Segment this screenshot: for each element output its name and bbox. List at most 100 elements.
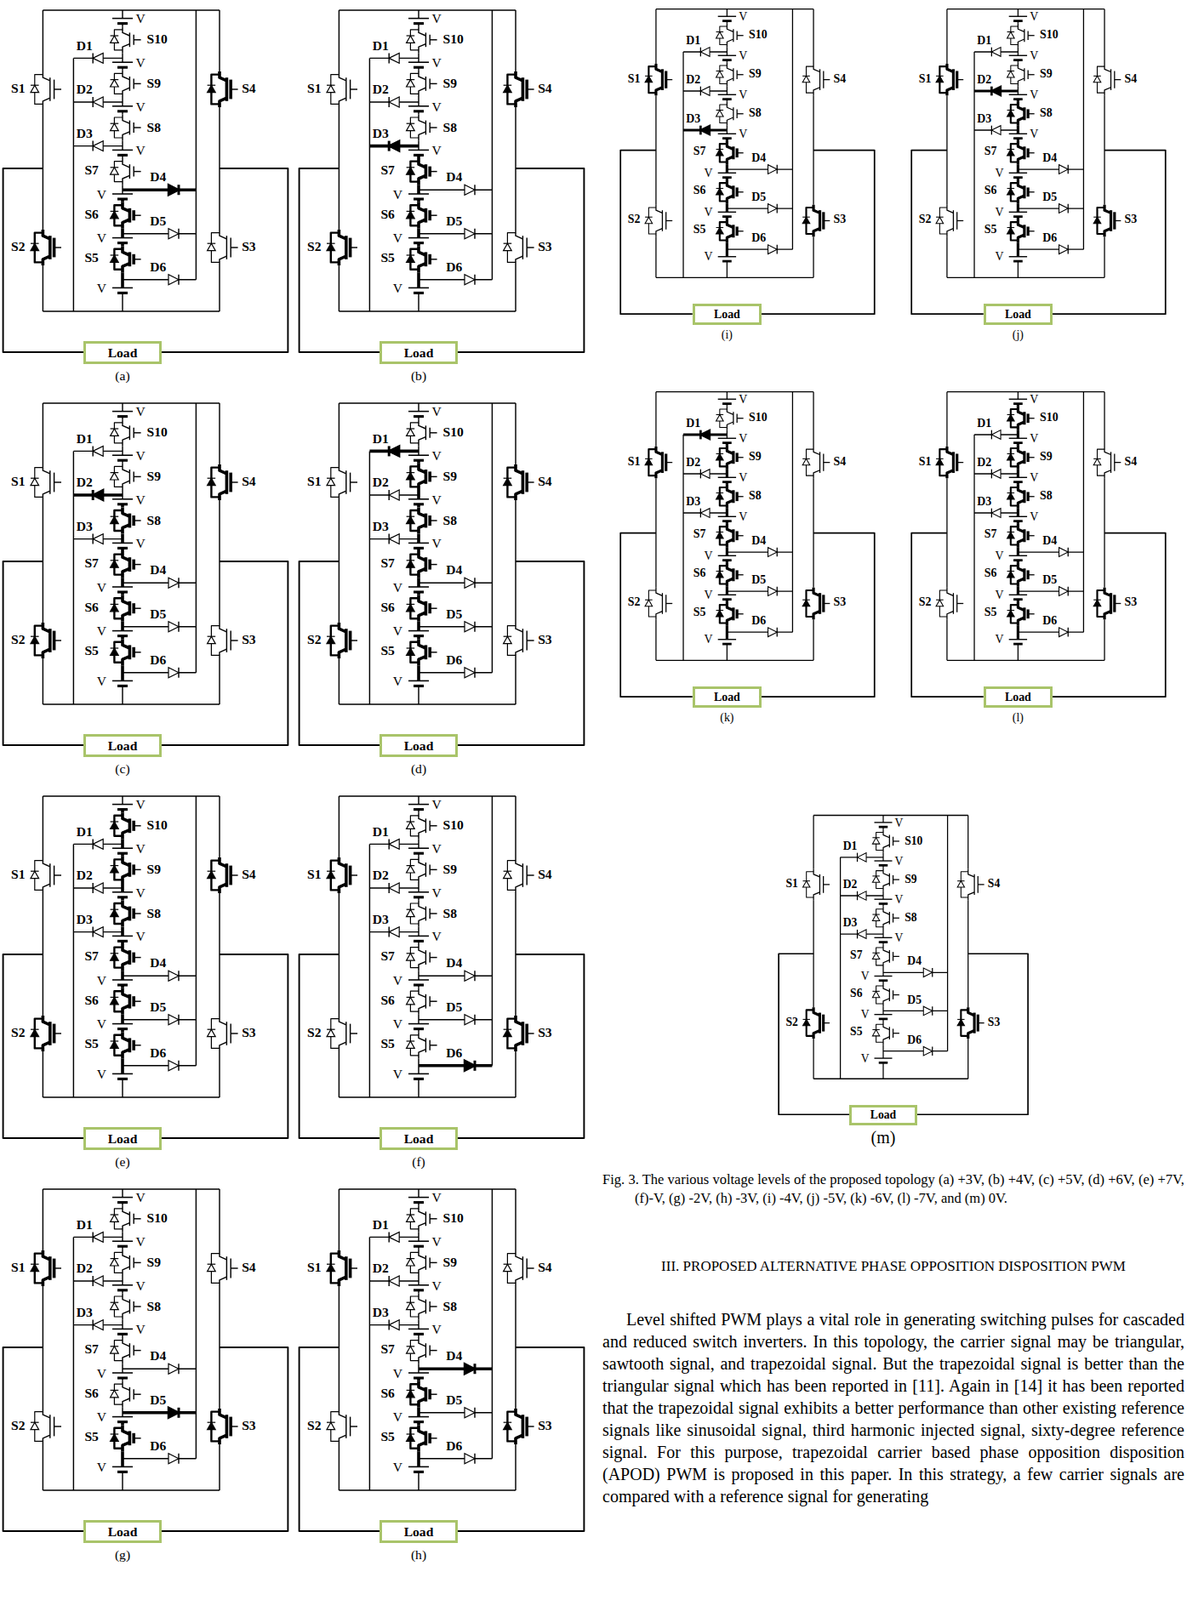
- diode-symbol: [464, 228, 475, 240]
- diode-symbol: [168, 1454, 179, 1465]
- wire: [161, 561, 289, 746]
- wire: [813, 1078, 969, 1080]
- diode-symbol: [388, 534, 400, 545]
- wire: [91, 838, 93, 850]
- wire: [1027, 456, 1034, 458]
- inverter-circuit: [299, 403, 585, 746]
- switch-symbol: [406, 114, 438, 141]
- wire: [344, 235, 349, 260]
- switch-symbol: [1007, 563, 1035, 588]
- wire: [514, 658, 516, 705]
- diode-symbol: [92, 927, 103, 938]
- wire: [1017, 644, 1019, 661]
- wire: [219, 1250, 227, 1261]
- wire: [726, 261, 728, 278]
- wire: [406, 1040, 416, 1042]
- wire: [112, 935, 133, 938]
- wire: [522, 235, 524, 260]
- diode-symbol: [716, 531, 725, 538]
- wire: [230, 246, 238, 248]
- wire: [408, 979, 429, 982]
- wire: [946, 9, 948, 64]
- wire: [128, 513, 132, 529]
- wire: [417, 1246, 419, 1250]
- wire: [802, 216, 811, 218]
- wire: [388, 838, 389, 850]
- wire: [1007, 414, 1016, 416]
- wire: [1114, 603, 1121, 605]
- wire: [338, 310, 516, 312]
- wire: [230, 1267, 238, 1269]
- wire: [1022, 107, 1026, 120]
- wire: [1027, 613, 1034, 615]
- wire: [1114, 462, 1121, 463]
- diode-symbol: [326, 636, 336, 644]
- wire: [110, 1390, 120, 1392]
- wire: [1017, 207, 1084, 209]
- diode-symbol: [1007, 228, 1016, 234]
- wire: [177, 1061, 179, 1072]
- wire: [417, 941, 419, 945]
- battery-symbol: [874, 822, 893, 828]
- wire: [110, 472, 120, 474]
- diode-symbol: [388, 141, 400, 152]
- wire: [133, 564, 141, 565]
- wire: [882, 827, 884, 830]
- wire: [700, 469, 702, 480]
- diode-symbol: [388, 1276, 400, 1287]
- switch-symbol: [802, 587, 830, 620]
- wire: [457, 954, 585, 1139]
- diode-symbol: [464, 1363, 475, 1375]
- diode-symbol: [1007, 492, 1016, 499]
- battery-symbol: [408, 1073, 429, 1079]
- wire: [219, 256, 227, 266]
- battery-symbol: [408, 1466, 429, 1473]
- wire: [1067, 587, 1069, 597]
- wire: [473, 577, 475, 588]
- battery-symbol: [1009, 55, 1028, 60]
- diode-symbol: [168, 228, 179, 240]
- wire: [129, 32, 131, 47]
- wire: [1109, 593, 1113, 615]
- wire: [1027, 496, 1034, 497]
- wire: [726, 60, 728, 63]
- wire: [388, 534, 389, 545]
- switch-symbol: [406, 900, 438, 927]
- switch-symbol: [935, 205, 964, 237]
- diode-symbol: [388, 534, 400, 545]
- wire: [122, 1065, 196, 1067]
- wire: [418, 626, 492, 628]
- wire: [823, 603, 830, 605]
- diode-symbol: [388, 445, 400, 457]
- battery-symbol: [718, 477, 737, 482]
- diode-symbol: [388, 1320, 400, 1331]
- wire: [1016, 521, 1020, 525]
- diode-symbol: [991, 47, 1001, 58]
- diode-symbol: [110, 428, 120, 436]
- diode-symbol: [168, 1061, 179, 1072]
- diode-symbol: [991, 86, 1001, 97]
- diode-symbol: [503, 85, 513, 92]
- wire: [177, 184, 181, 195]
- wire: [49, 1415, 51, 1439]
- battery-symbol: [718, 639, 737, 645]
- inverter-circuit: [778, 816, 1028, 1116]
- wire: [1067, 547, 1069, 558]
- wire: [514, 10, 516, 72]
- wire: [42, 796, 44, 858]
- wire: [1022, 450, 1026, 464]
- diode-symbol: [110, 953, 120, 961]
- diode-symbol: [768, 627, 778, 638]
- wire: [120, 1029, 125, 1033]
- battery-symbol: [408, 680, 429, 686]
- switch-symbol: [644, 205, 673, 237]
- switch-symbol: [207, 1015, 239, 1052]
- wire: [207, 85, 217, 86]
- switch-symbol: [30, 464, 62, 501]
- diode-symbol: [388, 97, 400, 108]
- switch-symbol: [110, 70, 142, 98]
- wire: [344, 628, 349, 653]
- wire: [110, 1346, 120, 1347]
- wire: [947, 277, 1105, 279]
- wire: [418, 1050, 426, 1060]
